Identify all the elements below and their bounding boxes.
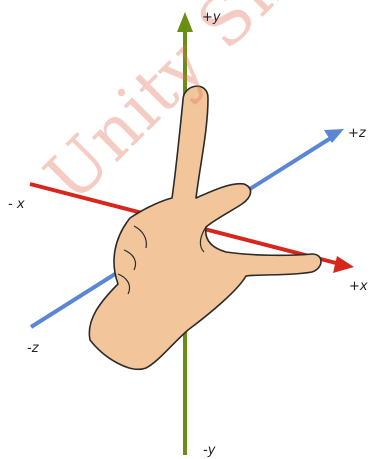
finger-crease-2	[123, 249, 137, 271]
plus-x-label: +x	[349, 279, 368, 294]
plus-z-label: +z	[348, 126, 366, 141]
x-axis-arrowhead	[333, 256, 354, 273]
minus-y-label: -y	[203, 443, 216, 458]
finger-crease-3	[117, 273, 131, 295]
z-axis-arrowhead	[324, 129, 344, 143]
thumb-base-line	[199, 226, 207, 253]
hand-illustration	[88, 85, 322, 371]
plus-y-label: +y	[202, 10, 221, 25]
y-axis-arrowhead	[177, 12, 193, 32]
minus-x-label: - x	[8, 197, 25, 212]
minus-z-label: -z	[27, 341, 39, 356]
finger-crease-1	[133, 225, 147, 249]
